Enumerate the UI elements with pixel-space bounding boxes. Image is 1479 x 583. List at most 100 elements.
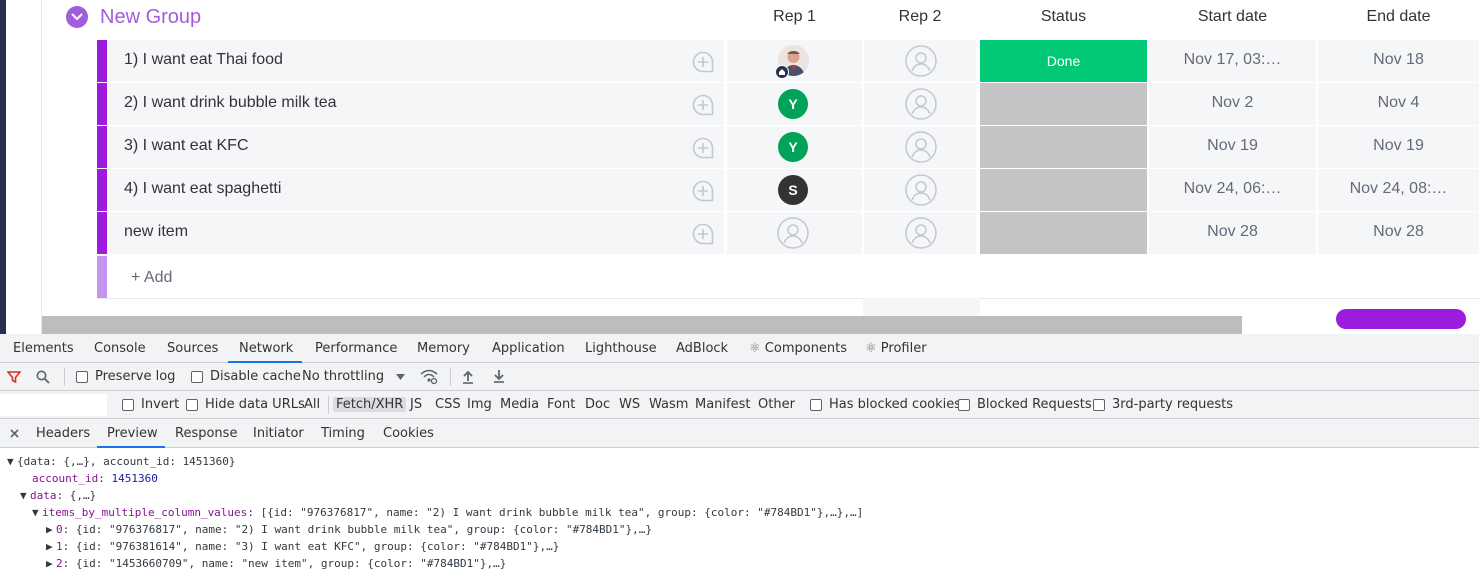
status-cell[interactable] <box>980 169 1147 211</box>
rep1-cell[interactable]: S <box>727 169 862 211</box>
subtab-response[interactable]: Response <box>175 426 238 441</box>
filter-type-all[interactable]: All <box>304 397 321 412</box>
filter-type-wasm[interactable]: Wasm <box>649 397 689 412</box>
status-cell[interactable]: Done <box>980 40 1147 82</box>
person-avatar[interactable]: Y <box>778 89 808 119</box>
column-header-status[interactable]: Status <box>1040 8 1087 25</box>
chevron-down-icon[interactable] <box>66 6 88 28</box>
filter-type-css[interactable]: CSS <box>435 397 461 412</box>
add-update-icon[interactable] <box>691 222 715 250</box>
expand-right-icon[interactable]: ▶ <box>46 523 53 536</box>
end-date-cell[interactable]: Nov 24, 08:… <box>1318 169 1479 211</box>
empty-person-icon[interactable] <box>905 217 937 249</box>
import-har-icon[interactable] <box>461 369 475 384</box>
search-icon[interactable] <box>36 370 50 384</box>
hide-data-urls-checkbox[interactable] <box>186 399 198 411</box>
column-header-end-date[interactable]: End date <box>1366 8 1431 25</box>
filter-type-img[interactable]: Img <box>467 397 492 412</box>
tab-console[interactable]: Console <box>94 341 146 356</box>
json-item-line[interactable]: ▶2: {id: "1453660709", name: "new item",… <box>46 557 507 570</box>
item-name-cell[interactable]: 1) I want eat Thai food <box>107 40 724 82</box>
rep2-cell[interactable] <box>864 169 976 211</box>
invert-checkbox[interactable] <box>122 399 134 411</box>
preserve-log-checkbox[interactable] <box>76 371 88 383</box>
rep2-cell[interactable] <box>864 83 976 125</box>
tab-profiler[interactable]: ⚛ Profiler <box>865 341 927 356</box>
expand-down-icon[interactable]: ▼ <box>32 506 39 519</box>
subtab-timing[interactable]: Timing <box>321 426 365 441</box>
end-date-cell[interactable]: Nov 18 <box>1318 40 1479 82</box>
filter-icon[interactable] <box>7 370 21 384</box>
start-date-cell[interactable]: Nov 19 <box>1149 126 1316 168</box>
json-item-line[interactable]: ▶1: {id: "976381614", name: "3) I want e… <box>46 540 560 553</box>
tab-lighthouse[interactable]: Lighthouse <box>585 341 657 356</box>
column-header-rep2[interactable]: Rep 2 <box>898 8 942 25</box>
start-date-cell[interactable]: Nov 17, 03:… <box>1149 40 1316 82</box>
filter-type-manifest[interactable]: Manifest <box>695 397 751 412</box>
expand-down-icon[interactable]: ▼ <box>7 455 14 468</box>
horizontal-scrollbar[interactable] <box>42 316 1242 334</box>
dropdown-arrow-icon[interactable] <box>396 374 405 380</box>
expand-right-icon[interactable]: ▶ <box>46 557 53 570</box>
filter-type-ws[interactable]: WS <box>619 397 641 412</box>
end-date-cell[interactable]: Nov 19 <box>1318 126 1479 168</box>
tab-application[interactable]: Application <box>492 341 565 356</box>
add-item-row[interactable]: + Add <box>97 256 1479 298</box>
subtab-preview[interactable]: Preview <box>107 426 158 441</box>
tab-performance[interactable]: Performance <box>315 341 398 356</box>
expand-right-icon[interactable]: ▶ <box>46 540 53 553</box>
has-blocked-cookies-checkbox[interactable] <box>810 399 822 411</box>
json-item-line[interactable]: ▶0: {id: "976376817", name: "2) I want d… <box>46 523 653 536</box>
filter-input[interactable] <box>0 394 107 416</box>
item-name-cell[interactable]: new item <box>107 212 724 254</box>
third-party-checkbox[interactable] <box>1093 399 1105 411</box>
rep2-cell[interactable] <box>864 40 976 82</box>
item-name-cell[interactable]: 2) I want drink bubble milk tea <box>107 83 724 125</box>
tab-network[interactable]: Network <box>239 341 294 356</box>
empty-person-icon[interactable] <box>905 45 937 77</box>
empty-person-icon[interactable] <box>905 174 937 206</box>
expand-down-icon[interactable]: ▼ <box>20 489 27 502</box>
add-update-icon[interactable] <box>691 179 715 207</box>
tab-components[interactable]: ⚛ Components <box>749 341 847 356</box>
rep2-cell[interactable] <box>864 126 976 168</box>
rep1-cell[interactable]: Y <box>727 126 862 168</box>
add-item-label[interactable]: + Add <box>131 269 173 286</box>
add-update-icon[interactable] <box>691 50 715 78</box>
rep2-cell[interactable] <box>864 212 976 254</box>
add-update-icon[interactable] <box>691 136 715 164</box>
end-date-cell[interactable]: Nov 28 <box>1318 212 1479 254</box>
status-cell[interactable] <box>980 126 1147 168</box>
item-name[interactable]: 4) I want eat spaghetti <box>124 180 282 197</box>
column-header-start-date[interactable]: Start date <box>1197 8 1268 25</box>
json-items-line[interactable]: ▼items_by_multiple_column_values: [{id: … <box>32 506 864 519</box>
item-name[interactable]: 3) I want eat KFC <box>124 137 249 154</box>
end-date-cell[interactable]: Nov 4 <box>1318 83 1479 125</box>
subtab-cookies[interactable]: Cookies <box>383 426 434 441</box>
item-name[interactable]: 1) I want eat Thai food <box>124 51 283 68</box>
column-header-rep1[interactable]: Rep 1 <box>773 8 816 25</box>
start-date-cell[interactable]: Nov 2 <box>1149 83 1316 125</box>
group-title[interactable]: New Group <box>100 5 202 28</box>
tab-sources[interactable]: Sources <box>167 341 219 356</box>
disable-cache-checkbox[interactable] <box>191 371 203 383</box>
empty-person-icon[interactable] <box>777 217 809 249</box>
start-date-cell[interactable]: Nov 28 <box>1149 212 1316 254</box>
tab-memory[interactable]: Memory <box>417 341 470 356</box>
rep1-cell[interactable]: Y <box>727 83 862 125</box>
filter-type-media[interactable]: Media <box>500 397 540 412</box>
status-cell[interactable] <box>980 212 1147 254</box>
blocked-requests-checkbox[interactable] <box>958 399 970 411</box>
throttling-select[interactable]: No throttling <box>302 369 385 384</box>
person-avatar-photo[interactable] <box>778 45 809 76</box>
filter-type-fetch-xhr[interactable]: Fetch/XHR <box>333 397 407 412</box>
subtab-initiator[interactable]: Initiator <box>253 426 304 441</box>
network-conditions-icon[interactable] <box>420 369 438 385</box>
json-data-line[interactable]: ▼data: {,…} <box>20 489 97 502</box>
export-har-icon[interactable] <box>492 369 506 384</box>
empty-person-icon[interactable] <box>905 131 937 163</box>
empty-person-icon[interactable] <box>905 88 937 120</box>
